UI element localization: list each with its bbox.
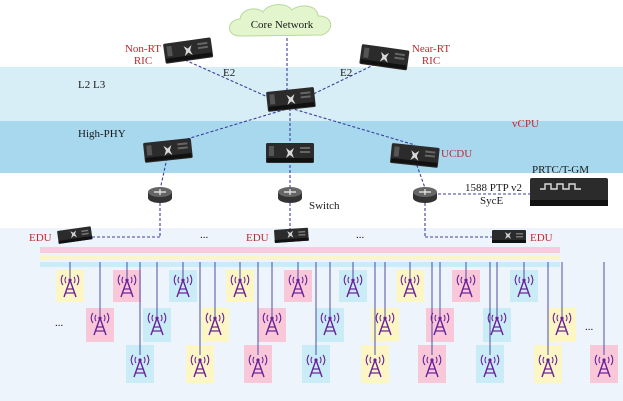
high-phy-server-middle-icon [266, 143, 314, 163]
non-rt-ric-server-icon [163, 37, 214, 64]
distribution-bars [40, 247, 560, 267]
prtc-label: PRTC/T-GM [532, 164, 589, 176]
e2-left-label: E2 [223, 67, 235, 79]
ellipsis-top-left: ... [200, 229, 209, 241]
e2-right-label: E2 [340, 67, 352, 79]
high-phy-label: High-PHY [78, 128, 126, 140]
switch-router-icon [277, 186, 303, 204]
l2-l3-label: L2 L3 [78, 79, 106, 91]
edu-left-label: EDU [29, 232, 52, 244]
edu-middle-label: EDU [246, 232, 269, 244]
ellipsis-top-right: ... [356, 229, 365, 241]
router-right-icon [412, 186, 438, 204]
ellipsis-row2-left: ... [55, 317, 64, 329]
edu-right-label: EDU [530, 232, 553, 244]
edu-middle-icon [274, 227, 309, 243]
drop-lines [69, 262, 605, 355]
cloud-icon [229, 4, 332, 37]
non-rt-ric-label: RIC [134, 55, 152, 67]
ucdu-label: UCDU [441, 148, 472, 160]
near-rt-ric-server-icon [359, 44, 410, 71]
vcpu-label: vCPU [512, 118, 539, 130]
router-left-icon [147, 186, 173, 204]
core-network-label: Core Network [251, 19, 314, 31]
prtc-server-icon [530, 178, 608, 206]
near-rt-label: Near-RT [412, 43, 450, 55]
near-rt-ric-label: RIC [422, 55, 440, 67]
edu-right-icon [492, 230, 526, 243]
non-rt-label: Non-RT [125, 43, 161, 55]
ptp-label: 1588 PTP v2 [465, 182, 522, 194]
ellipsis-row2-right: ... [585, 321, 594, 333]
synce-label: SycE [480, 195, 504, 207]
switch-label: Switch [309, 200, 340, 212]
